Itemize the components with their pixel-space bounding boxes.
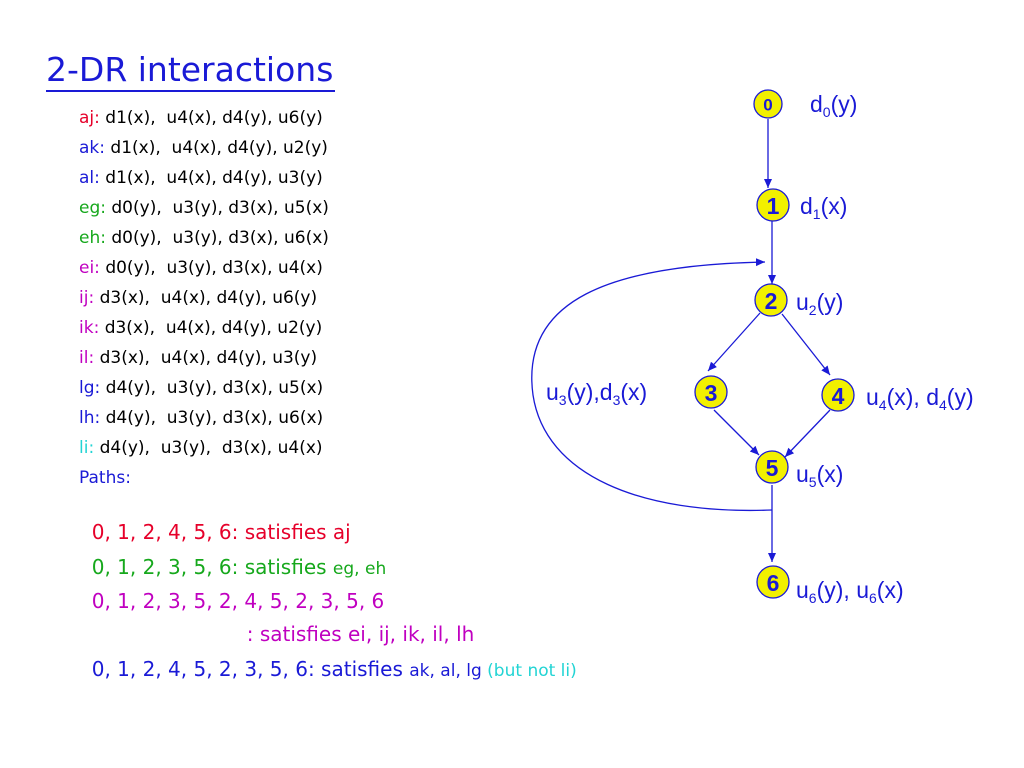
node-2: 2	[754, 283, 788, 317]
node-4-circle	[821, 378, 855, 412]
interaction-key: li:	[79, 438, 95, 458]
node-5-number: 5	[766, 455, 779, 481]
path-4-note: (but not li)	[487, 661, 577, 681]
edge-2-3	[707, 312, 761, 372]
interaction-value: d4(y), u3(y), d3(x), u4(x)	[94, 438, 323, 458]
interaction-row: il: d3(x), u4(x), d4(y), u3(y)	[79, 343, 329, 373]
interaction-value: d0(y), u3(y), d3(x), u5(x)	[105, 198, 329, 218]
path-line-2: 0, 1, 2, 3, 5, 6: satisfies eg, eh	[79, 531, 387, 579]
edge-5-2-loop	[531, 258, 773, 512]
edge-3-5	[713, 409, 760, 456]
node-0-number: 0	[763, 96, 772, 115]
interaction-value: d1(x), u4(x), d4(y), u2(y)	[105, 138, 328, 158]
interaction-value: d3(x), u4(x), d4(y), u3(y)	[94, 348, 318, 368]
node-2-circle	[754, 283, 788, 317]
node-4-label: u4(x), d4(y)	[866, 384, 974, 413]
node-4-number: 4	[832, 383, 845, 409]
node-1-number: 1	[767, 193, 780, 219]
paths-label: Paths:	[79, 468, 131, 488]
node-1-circle	[756, 188, 790, 222]
interaction-value: d0(y), u3(y), d3(x), u6(x)	[105, 228, 329, 248]
interaction-value: d3(x), u4(x), d4(y), u2(y)	[99, 318, 323, 338]
node-3-number: 3	[705, 380, 718, 406]
interaction-row: aj: d1(x), u4(x), d4(y), u6(y)	[79, 103, 329, 133]
interaction-row: lg: d4(y), u3(y), d3(x), u5(x)	[79, 373, 329, 403]
interaction-key: aj:	[79, 108, 100, 128]
interaction-row: ak: d1(x), u4(x), d4(y), u2(y)	[79, 133, 329, 163]
interaction-row: al: d1(x), u4(x), d4(y), u3(y)	[79, 163, 329, 193]
edge-2-4	[781, 313, 831, 376]
node-5: 5	[755, 450, 789, 484]
node-5-circle	[755, 450, 789, 484]
interaction-key: ij:	[79, 288, 95, 308]
path-4-text: 0, 1, 2, 4, 5, 2, 3, 5, 6: satisfies	[91, 657, 410, 681]
interaction-row: ik: d3(x), u4(x), d4(y), u2(y)	[79, 313, 329, 343]
node-6-number: 6	[767, 570, 780, 596]
node-2-label: u2(y)	[796, 289, 843, 318]
interaction-value: d0(y), u3(y), d3(x), u4(x)	[99, 258, 323, 278]
node-5-label: u5(x)	[796, 461, 843, 490]
interaction-key: il:	[79, 348, 95, 368]
page-title: 2-DR interactions	[46, 50, 336, 92]
node-1: 1	[756, 188, 790, 222]
path-4-tail: ak, al, lg	[409, 661, 488, 681]
interaction-key: ak:	[79, 138, 105, 158]
interaction-key: eh:	[79, 228, 106, 248]
interaction-key: lg:	[79, 378, 101, 398]
path-line-4: 0, 1, 2, 4, 5, 2, 3, 5, 6: satisfies ak,…	[79, 633, 577, 681]
interaction-value: d4(y), u3(y), d3(x), u5(x)	[100, 378, 324, 398]
interaction-value: d4(y), u3(y), d3(x), u6(x)	[100, 408, 324, 428]
interaction-list: aj: d1(x), u4(x), d4(y), u6(y)ak: d1(x),…	[79, 103, 329, 493]
interaction-key: ik:	[79, 318, 100, 338]
interaction-row: ij: d3(x), u4(x), d4(y), u6(y)	[79, 283, 329, 313]
node-3-circle	[694, 375, 728, 409]
path-line-3: 0, 1, 2, 3, 5, 2, 4, 5, 2, 3, 5, 6	[79, 565, 385, 613]
interaction-row: lh: d4(y), u3(y), d3(x), u6(x)	[79, 403, 329, 433]
interaction-key: ei:	[79, 258, 100, 278]
edge-4-5	[784, 409, 831, 458]
node-1-label: d1(x)	[800, 193, 847, 222]
node-0-circle	[753, 89, 783, 119]
path-2-tail: eg, eh	[332, 559, 387, 579]
node-3-label: u3(y),d3(x)	[546, 379, 647, 408]
node-3: 3	[694, 375, 728, 409]
path-line-1: 0, 1, 2, 4, 5, 6: satisfies aj	[79, 496, 351, 544]
node-2-number: 2	[765, 288, 778, 314]
node-6: 6	[756, 565, 790, 599]
interaction-row: eh: d0(y), u3(y), d3(x), u6(x)	[79, 223, 329, 253]
path-3-text: 0, 1, 2, 3, 5, 2, 4, 5, 2, 3, 5, 6	[91, 589, 385, 613]
interaction-row: ei: d0(y), u3(y), d3(x), u4(x)	[79, 253, 329, 283]
node-6-circle	[756, 565, 790, 599]
interaction-row: li: d4(y), u3(y), d3(x), u4(x)	[79, 433, 329, 463]
interaction-value: d1(x), u4(x), d4(y), u6(y)	[99, 108, 323, 128]
node-0-label: d0(y)	[810, 91, 857, 120]
interaction-row: eg: d0(y), u3(y), d3(x), u5(x)	[79, 193, 329, 223]
node-4: 4	[821, 378, 855, 412]
interaction-key: eg:	[79, 198, 106, 218]
interaction-value: d1(x), u4(x), d4(y), u3(y)	[99, 168, 323, 188]
path-1-text: 0, 1, 2, 4, 5, 6: satisfies aj	[91, 520, 351, 544]
path-3b-text: : satisfies ei, ij, ik, il, lh	[246, 622, 475, 646]
node-0: 0	[753, 89, 783, 119]
interaction-key: lh:	[79, 408, 101, 428]
interaction-key: al:	[79, 168, 100, 188]
path-2-text: 0, 1, 2, 3, 5, 6: satisfies	[91, 555, 333, 579]
path-line-3b: : satisfies ei, ij, ik, il, lh	[234, 598, 475, 646]
interaction-value: d3(x), u4(x), d4(y), u6(y)	[94, 288, 318, 308]
node-6-label: u6(y), u6(x)	[796, 577, 904, 606]
